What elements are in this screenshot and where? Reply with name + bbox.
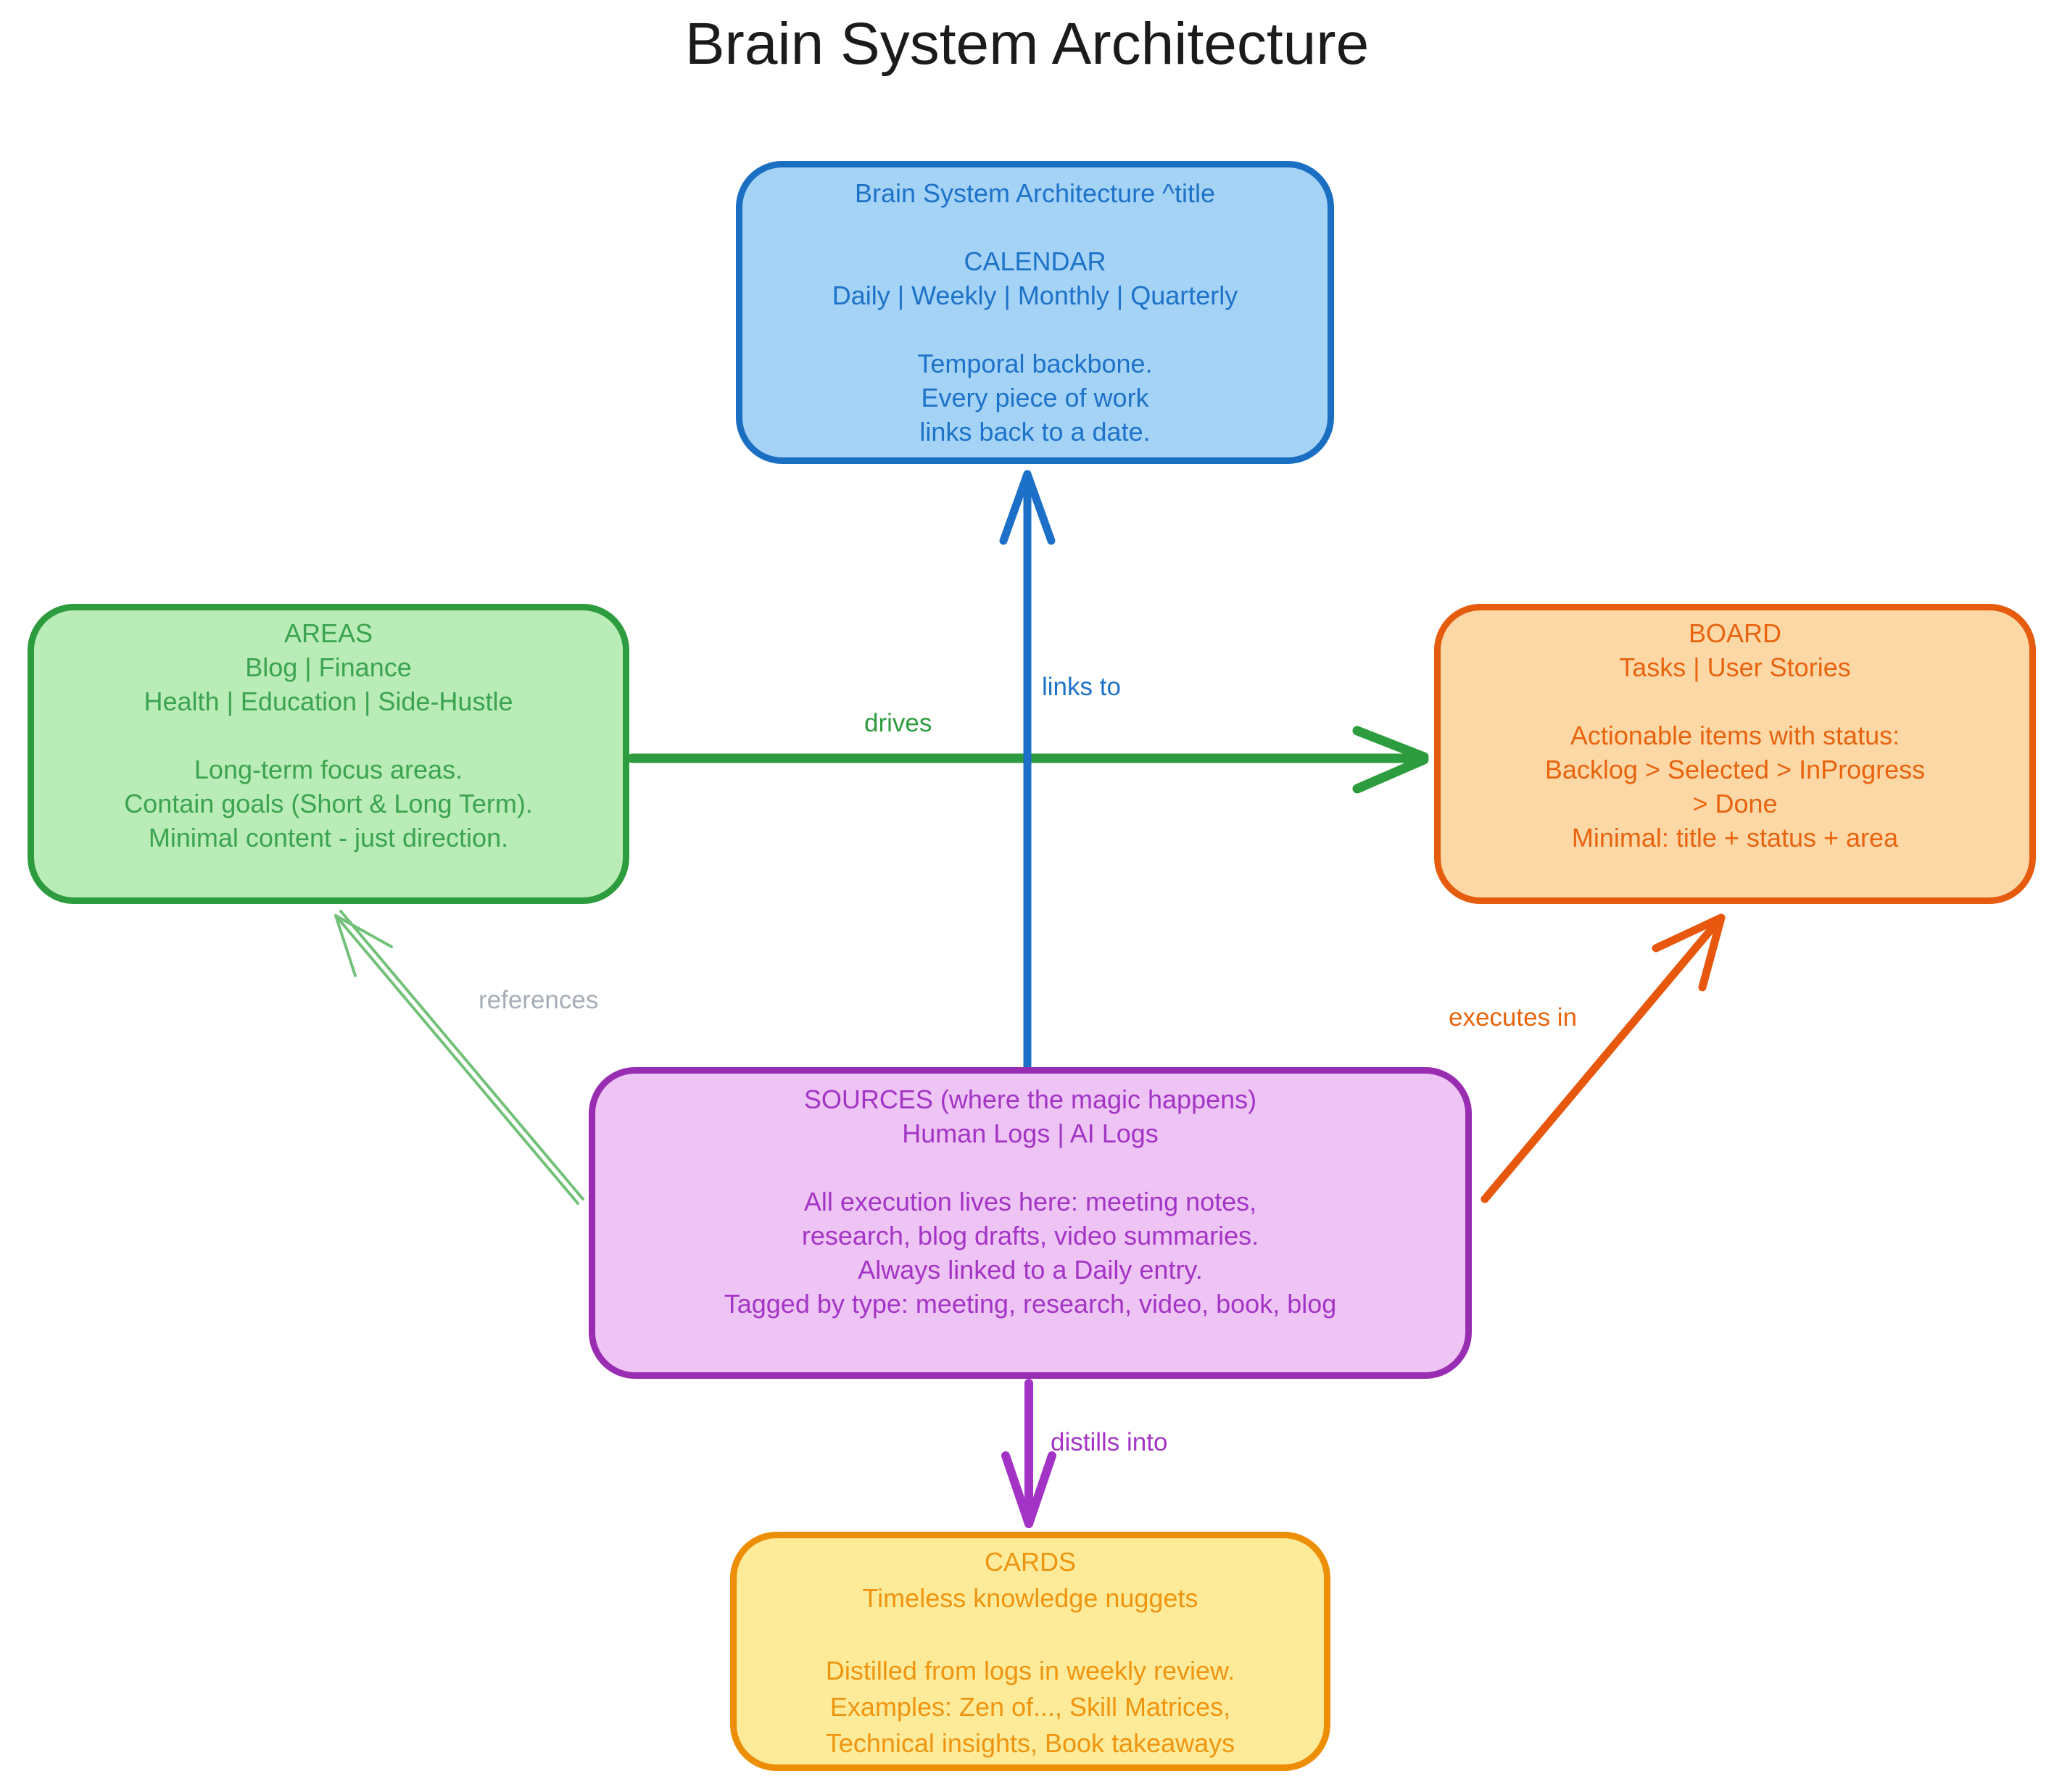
areas-box: AREAS Blog | Finance Health | Education … bbox=[28, 604, 629, 904]
calendar-line bbox=[742, 210, 1328, 244]
board-line: Tasks | User Stories bbox=[1619, 652, 1851, 682]
references-arrow bbox=[334, 910, 584, 1205]
board-line: Minimal: title + status + area bbox=[1571, 823, 1899, 853]
cards-box: CARDS Timeless knowledge nuggets Distill… bbox=[730, 1532, 1330, 1771]
links-to-label: links to bbox=[1042, 673, 1121, 701]
drives-label: drives bbox=[864, 709, 932, 737]
board-box: BOARD Tasks | User Stories Actionable it… bbox=[1434, 604, 2036, 904]
sources-line: Tagged by type: meeting, research, video… bbox=[724, 1289, 1337, 1319]
areas-line: Long-term focus areas. bbox=[194, 755, 463, 784]
calendar-line: Brain System Architecture ^title bbox=[854, 178, 1216, 208]
sources-line: All execution lives here: meeting notes, bbox=[803, 1187, 1257, 1216]
distills-into-label: distills into bbox=[1051, 1428, 1168, 1456]
executes-in-label: executes in bbox=[1449, 1003, 1578, 1032]
areas-line: Health | Education | Side-Hustle bbox=[144, 686, 513, 716]
areas-line: AREAS bbox=[283, 618, 373, 648]
sources-line bbox=[595, 1150, 1465, 1185]
calendar-line: Temporal backbone. bbox=[917, 349, 1153, 378]
diagram-title: Brain System Architecture bbox=[684, 11, 1370, 77]
sources-line: Human Logs | AI Logs bbox=[902, 1119, 1159, 1148]
cards-line bbox=[737, 1617, 1324, 1653]
cards-line: CARDS bbox=[984, 1547, 1077, 1577]
cards-line: Timeless knowledge nuggets bbox=[862, 1583, 1198, 1613]
drives-arrow bbox=[627, 726, 1429, 794]
board-line: > Done bbox=[1692, 789, 1778, 818]
sources-line: SOURCES (where the magic happens) bbox=[803, 1084, 1257, 1114]
calendar-line: Every piece of work bbox=[921, 383, 1149, 412]
cards-line: Distilled from logs in weekly review. bbox=[825, 1656, 1235, 1685]
executes-in-arrow bbox=[1481, 913, 1726, 1203]
sources-line: Always linked to a Daily entry. bbox=[858, 1255, 1203, 1285]
areas-line bbox=[34, 718, 623, 752]
board-line: BOARD bbox=[1688, 618, 1782, 648]
links-to-arrow bbox=[999, 470, 1056, 1071]
references-label: references bbox=[479, 986, 599, 1014]
board-line: Actionable items with status: bbox=[1570, 721, 1900, 750]
cards-line: Examples: Zen of..., Skill Matrices, bbox=[829, 1692, 1231, 1722]
sources-line: research, blog drafts, video summaries. bbox=[801, 1221, 1259, 1250]
board-line bbox=[1441, 684, 2029, 718]
sources-box: SOURCES (where the magic happens) Human … bbox=[589, 1067, 1472, 1379]
calendar-box: Brain System Architecture ^title CALENDA… bbox=[736, 161, 1334, 464]
areas-line: Minimal content - just direction. bbox=[148, 823, 509, 853]
areas-line: Contain goals (Short & Long Term). bbox=[124, 789, 533, 818]
calendar-line: links back to a date. bbox=[919, 417, 1151, 447]
areas-line: Blog | Finance bbox=[245, 652, 412, 682]
distills-into-arrow bbox=[1001, 1379, 1056, 1528]
board-line: Backlog > Selected > InProgress bbox=[1544, 755, 1926, 784]
calendar-line bbox=[742, 312, 1328, 347]
calendar-line: CALENDAR bbox=[964, 246, 1106, 276]
calendar-line: Daily | Weekly | Monthly | Quarterly bbox=[832, 281, 1238, 310]
cards-line: Technical insights, Book takeaways bbox=[825, 1728, 1235, 1758]
